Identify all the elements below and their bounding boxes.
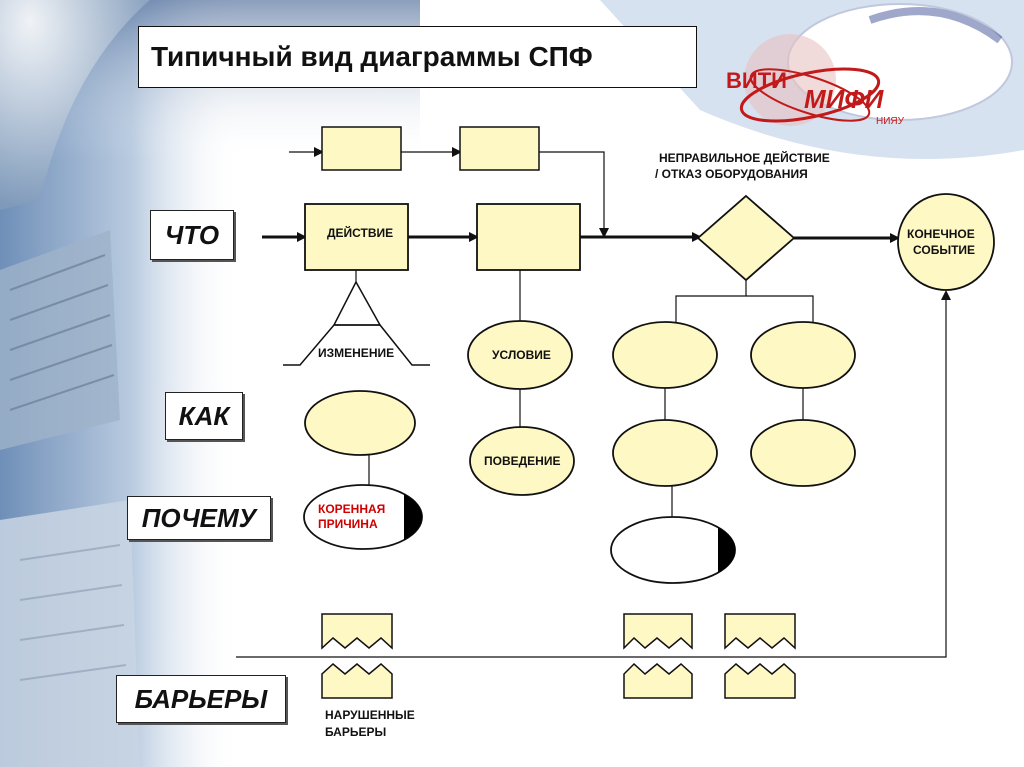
change-label: ИЗМЕНЕНИЕ xyxy=(318,346,394,360)
change-triangle xyxy=(332,280,382,326)
logo-text-mifi: МИФИ xyxy=(804,84,885,114)
label-what-text: ЧТО xyxy=(164,219,220,250)
top-box-2 xyxy=(459,126,540,171)
logo-seal-ring xyxy=(868,7,1003,44)
change-baseline xyxy=(283,324,430,366)
institute-logo: ВИТИ МИФИ НИЯУ xyxy=(726,3,1013,127)
branch-root-black-marker xyxy=(718,527,736,573)
final-event-circle xyxy=(897,193,995,291)
decision-diamond xyxy=(696,194,796,282)
barrier-top-3 xyxy=(724,613,796,650)
top-box-1 xyxy=(321,126,402,171)
top-to-main-connector xyxy=(539,151,609,238)
label-how-text: КАК xyxy=(178,400,230,431)
decision-branch-right xyxy=(746,295,814,322)
branch-ellipse-2 xyxy=(750,321,856,389)
how-ellipse xyxy=(304,390,416,456)
barrier-return-line xyxy=(236,290,951,658)
root-cause-ellipse xyxy=(303,484,423,550)
branch-ellipse-1 xyxy=(612,321,718,389)
action-box xyxy=(304,203,409,271)
broken-barriers-label-1: НАРУШЕННЫЕ xyxy=(325,708,415,722)
label-why: ПОЧЕМУ xyxy=(127,496,271,540)
result-box xyxy=(476,203,581,271)
behavior-label: ПОВЕДЕНИЕ xyxy=(484,454,560,468)
wrong-action-label-1: НЕПРАВИЛЬНОЕ ДЕЙСТВИЕ xyxy=(659,150,830,165)
label-why-text: ПОЧЕМУ xyxy=(141,502,257,533)
action-label: ДЕЙСТВИЕ xyxy=(327,225,393,240)
title-box: Типичный вид диаграммы СПФ xyxy=(138,26,697,88)
barrier-bottom-3 xyxy=(724,663,796,699)
branch-ellipse-4 xyxy=(750,419,856,487)
decision-branch xyxy=(675,280,747,322)
wrong-action-label-2: / ОТКАЗ ОБОРУДОВАНИЯ xyxy=(655,167,808,181)
label-barriers-text: БАРЬЕРЫ xyxy=(134,683,268,714)
logo-text-viti: ВИТИ xyxy=(726,68,787,93)
branch-root-ellipse xyxy=(610,516,736,584)
atom-icon xyxy=(744,34,836,126)
label-what: ЧТО xyxy=(150,210,234,260)
broken-barriers-label-2: БАРЬЕРЫ xyxy=(325,725,386,739)
condition-label: УСЛОВИЕ xyxy=(492,348,551,362)
root-cause-label-1: КОРЕННАЯ xyxy=(318,502,385,516)
label-how: КАК xyxy=(165,392,243,440)
barrier-bottom-1 xyxy=(321,663,393,699)
branch-ellipse-3 xyxy=(612,419,718,487)
logo-text-niyau: НИЯУ xyxy=(876,116,905,127)
behavior-ellipse xyxy=(469,426,575,496)
label-barriers: БАРЬЕРЫ xyxy=(116,675,286,723)
barrier-top-2 xyxy=(623,613,693,650)
root-cause-black-marker xyxy=(404,494,422,540)
root-cause-label-2: ПРИЧИНА xyxy=(318,517,378,531)
barrier-bottom-2 xyxy=(623,662,693,699)
final-event-label-1: КОНЕЧНОЕ xyxy=(907,227,975,241)
final-event-label-2: СОБЫТИЕ xyxy=(913,243,975,257)
page-title: Типичный вид диаграммы СПФ xyxy=(151,41,593,72)
barrier-top-1 xyxy=(321,613,393,650)
